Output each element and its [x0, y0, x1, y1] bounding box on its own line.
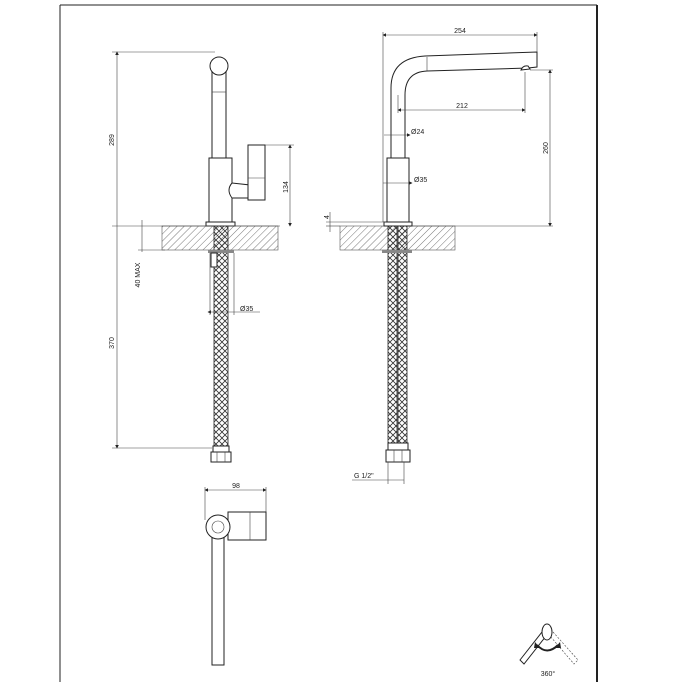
drawing-frame	[59, 4, 598, 682]
faucet-body-front	[386, 157, 410, 224]
dim-370: 370	[109, 337, 116, 349]
dim-side-diameter-35: Ø35	[240, 306, 253, 313]
hose-nut	[212, 445, 230, 453]
rotation-label: 360°	[541, 670, 556, 678]
dim-260: 260	[543, 142, 550, 154]
dim-40-max: 40 MAX	[135, 262, 142, 287]
rotation-360-icon	[519, 623, 579, 665]
hose-left	[387, 225, 398, 449]
dim-4: 4	[324, 215, 331, 219]
dim-254: 254	[454, 28, 466, 35]
handle	[228, 182, 251, 199]
dim-212: 212	[456, 103, 468, 110]
aerator	[520, 65, 531, 71]
dim-289: 289	[109, 134, 116, 146]
deck-section-front	[339, 225, 456, 251]
column	[211, 69, 227, 159]
dim-g-half: G 1/2"	[354, 473, 374, 480]
dim-front-diameter-24: Ø24	[411, 129, 424, 136]
hose-right	[397, 225, 408, 449]
lever-top	[227, 511, 267, 541]
side-view	[112, 51, 294, 463]
top-view	[204, 487, 267, 666]
front-view	[326, 32, 553, 484]
spout-top	[211, 529, 225, 666]
dim-front-diameter-35: Ø35	[414, 177, 427, 184]
dim-98: 98	[232, 483, 240, 490]
dim-134: 134	[283, 181, 290, 193]
